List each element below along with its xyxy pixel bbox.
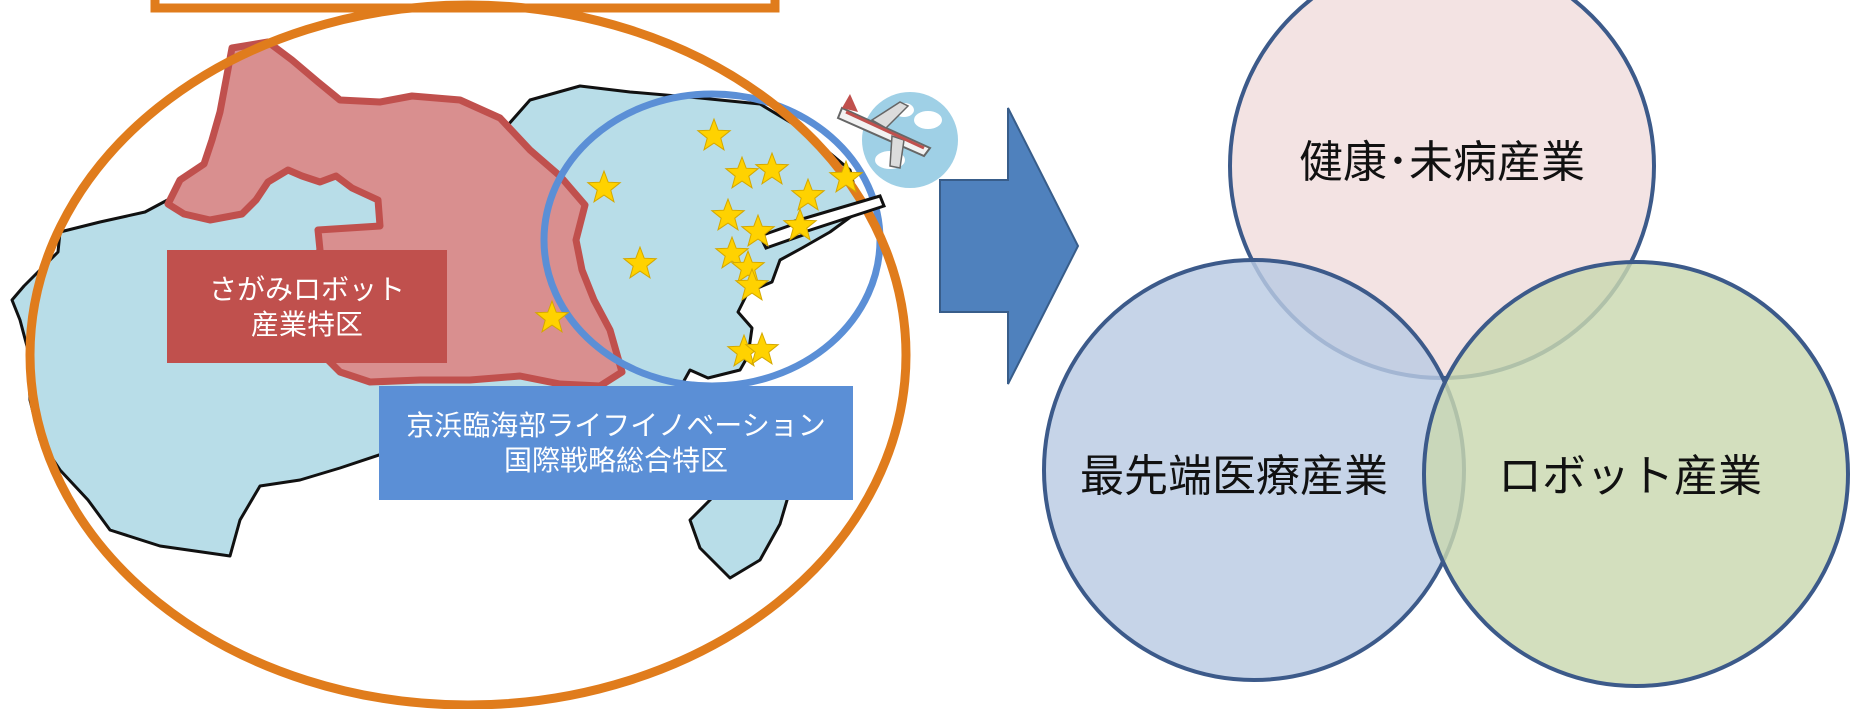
star-icon (696, 117, 732, 151)
venn-circle-robot (1422, 260, 1850, 688)
region-ring (25, 0, 911, 710)
star-icon (828, 159, 864, 193)
venn-diagram (1042, 0, 1850, 688)
star-icon (622, 245, 658, 279)
venn-label-robot: ロボット産業 (1498, 451, 1762, 502)
venn-label-kenko: 健康･未病産業 (1299, 137, 1585, 188)
star-icon (740, 213, 776, 247)
star-icon (714, 235, 750, 269)
sagami-zone-line1: さがみロボット (208, 272, 405, 306)
star-icon (710, 197, 746, 231)
star-icon (534, 299, 570, 333)
star-icon (754, 151, 790, 185)
star-icon (730, 249, 766, 283)
star-cluster (534, 117, 864, 367)
sagami-zone-label: さがみロボット 産業特区 (167, 250, 447, 363)
star-icon (724, 155, 760, 189)
star-icon (790, 177, 826, 211)
keihin-zone-label: 京浜臨海部ライフイノベーション 国際戦略総合特区 (379, 386, 853, 500)
star-icon (744, 331, 780, 365)
keihin-zone-line1: 京浜臨海部ライフイノベーション (406, 409, 826, 442)
star-icon (586, 169, 622, 203)
star-icon (782, 207, 818, 241)
venn-label-iryo: 最先端医療産業 (1080, 451, 1388, 502)
keihin-zone-line2: 国際戦略総合特区 (503, 444, 728, 477)
sagami-zone-line2: 産業特区 (250, 307, 363, 341)
airplane-icon (836, 92, 958, 188)
star-icon (734, 267, 770, 301)
arrow-right-icon (939, 107, 1080, 385)
